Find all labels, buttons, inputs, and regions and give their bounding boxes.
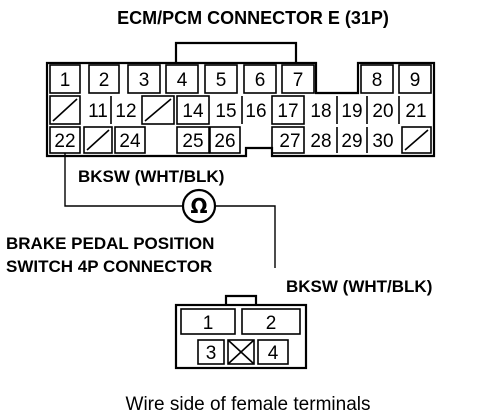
ecm-pin-label: 28	[310, 131, 331, 152]
switch-cell-1	[180, 308, 236, 335]
ecm-cell-8	[360, 64, 394, 94]
wire-label-ecm: BKSW (WHT/BLK)	[78, 167, 224, 186]
ecm-cell-empty	[83, 126, 113, 154]
ecm-connector-title: ECM/PCM CONNECTOR E (31P)	[117, 8, 389, 28]
ecm-pin-label: 11	[88, 101, 108, 122]
ecm-housing-outline	[45, 61, 436, 158]
ecm-row-1: 1 2 3 4 5 6 7 8 9	[49, 64, 432, 94]
switch-unused-cross-b	[227, 339, 255, 365]
ecm-lock-tab	[174, 41, 298, 63]
ecm-pin-label: 6	[255, 70, 266, 91]
test-wiring	[64, 153, 276, 268]
ecm-cell-2	[88, 64, 120, 94]
switch-lock-tab	[224, 294, 258, 305]
ecm-cell-empty	[49, 95, 81, 125]
ecm-pin-label: 12	[115, 101, 136, 122]
switch-housing-outline	[174, 303, 308, 370]
ohm-symbol: Ω	[190, 194, 207, 218]
ecm-pin-label: 14	[182, 101, 204, 122]
switch-connector: 1 2 3 4	[174, 294, 308, 370]
ecm-cell-14	[176, 95, 210, 125]
wire-label-switch: BKSW (WHT/BLK)	[286, 277, 432, 296]
ecm-cell-4	[165, 64, 199, 94]
ecm-pin-label: 30	[372, 131, 393, 152]
ecm-cell-26	[209, 126, 241, 154]
ecm-pin-label: 18	[310, 101, 331, 122]
switch-cell-2	[241, 308, 301, 335]
ecm-cell-27	[271, 126, 305, 154]
ecm-cell-1	[49, 64, 81, 94]
ecm-pin-label: 19	[341, 101, 362, 122]
switch-pin-label: 3	[206, 343, 217, 364]
switch-cell-unused	[227, 339, 255, 365]
ecm-cell-24	[114, 126, 146, 154]
ecm-pin-label: 25	[182, 131, 203, 152]
ecm-pin-label: 20	[372, 101, 393, 122]
ecm-pin-label: 1	[60, 70, 71, 91]
switch-cell-4	[257, 339, 289, 365]
ecm-cell-5	[204, 64, 238, 94]
ecm-cell-6	[243, 64, 277, 94]
ecm-pin-label: 24	[119, 131, 141, 152]
ecm-pin-label: 16	[245, 101, 266, 122]
ecm-pin-label: 8	[372, 70, 383, 91]
ecm-empty-slash	[52, 98, 78, 122]
ecm-pin-label: 27	[279, 131, 300, 152]
ecm-cell-25	[176, 126, 210, 154]
wire-to-pin-1	[216, 205, 276, 268]
switch-connector-title-line-2: SWITCH 4P CONNECTOR	[6, 257, 212, 276]
diagram-caption: Wire side of female terminals	[126, 394, 371, 415]
ohmmeter-icon	[181, 188, 217, 224]
ecm-pin-label: 9	[410, 70, 421, 91]
switch-pin-label: 1	[203, 313, 214, 334]
ecm-pin-label: 26	[214, 131, 235, 152]
ecm-pin-label: 29	[341, 131, 362, 152]
ecm-pin-label: 4	[177, 70, 188, 91]
switch-connector-title-line-1: BRAKE PEDAL POSITION	[6, 234, 214, 253]
ecm-cell-9	[398, 64, 432, 94]
ecm-row-3: 22 24 25 26 27 28 29 30	[49, 126, 432, 154]
ecm-empty-slash	[144, 98, 172, 122]
ecm-cell-3	[127, 64, 161, 94]
ecm-pin-label: 17	[277, 101, 298, 122]
ecm-cell-17	[271, 95, 305, 125]
ecm-connector: 1 2 3 4 5 6 7 8 9 11 12	[45, 41, 436, 158]
switch-pin-label: 4	[268, 343, 279, 364]
ecm-cell-7	[281, 64, 315, 94]
ecm-pin-label: 5	[216, 70, 227, 91]
wire-from-pin-22	[64, 153, 182, 207]
ecm-row-2: 11 12 14 15 16 17 18 19 20 21	[49, 95, 427, 125]
ecm-cell-empty	[141, 95, 175, 125]
ecm-pin-label: 21	[405, 101, 426, 122]
ecm-pin-label: 15	[215, 101, 236, 122]
ecm-pin-label: 7	[293, 70, 304, 91]
switch-cell-3	[197, 339, 225, 365]
ecm-cell-empty	[401, 126, 432, 154]
ecm-pin-label: 2	[99, 70, 110, 91]
ohmmeter: Ω	[181, 188, 217, 224]
switch-pin-label: 2	[266, 313, 277, 334]
ecm-pin-label: 3	[139, 70, 150, 91]
ecm-pin-label: 22	[54, 131, 75, 152]
ecm-empty-slash	[404, 129, 429, 151]
ecm-empty-slash	[86, 129, 110, 151]
